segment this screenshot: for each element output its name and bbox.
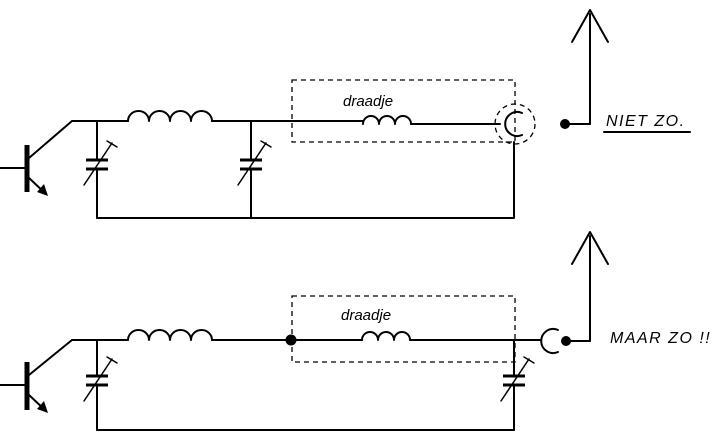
bottom-circuit: draadje MAAR ZO !! <box>0 231 711 431</box>
bottom-trimmer-capacitor-2 <box>500 339 535 431</box>
bottom-wire-inductor <box>361 331 411 341</box>
top-inductor <box>127 110 213 122</box>
top-wire-inductor <box>362 115 412 125</box>
bottom-antenna-arrow-icon <box>571 231 609 265</box>
top-antenna-arrow-icon <box>571 9 609 43</box>
top-transistor <box>0 120 73 196</box>
bottom-coax-connector <box>540 328 559 354</box>
top-dashed-box <box>291 79 516 143</box>
top-coax-connector <box>494 103 536 145</box>
top-wire-label: draadje <box>343 93 393 110</box>
bottom-dashed-box <box>291 295 516 363</box>
top-trimmer-capacitor-2 <box>237 120 272 219</box>
bottom-junction-dot <box>285 334 297 346</box>
top-circuit: draadje NIET ZO. <box>0 9 691 219</box>
top-ground-return <box>96 141 515 219</box>
top-caption: NIET ZO. <box>606 113 686 130</box>
bottom-caption: MAAR ZO !! <box>610 330 711 347</box>
bottom-transistor <box>0 339 73 413</box>
bottom-inductor <box>127 329 213 341</box>
top-trimmer-capacitor-1 <box>83 120 118 219</box>
bottom-trimmer-capacitor-1 <box>83 339 118 431</box>
bottom-wire-label: draadje <box>341 307 391 324</box>
